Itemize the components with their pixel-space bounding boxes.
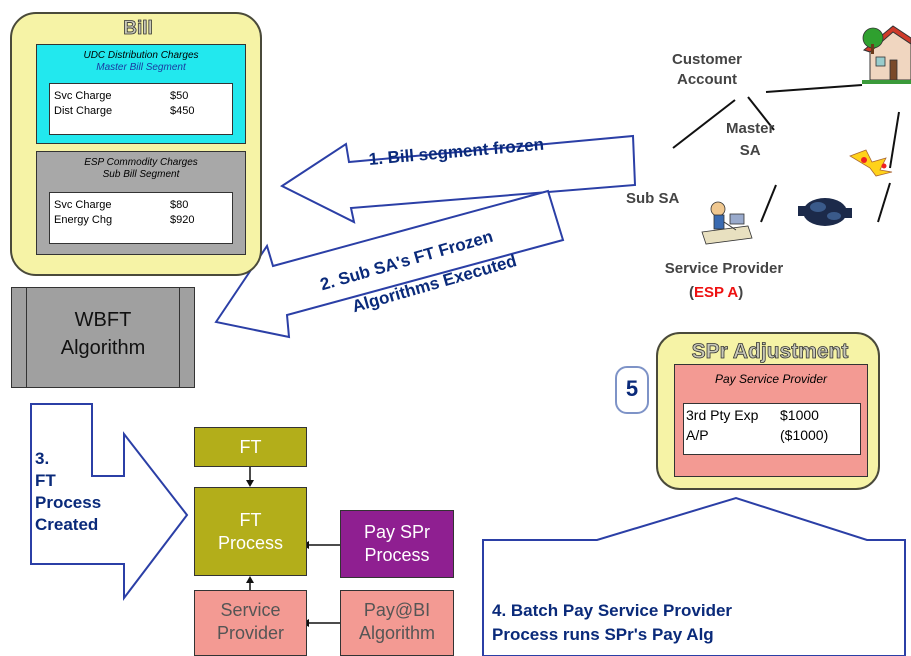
handshake-icon (798, 198, 852, 226)
person-at-desk-icon (701, 201, 753, 245)
arrow4-line1: 4. Batch Pay Service Provider (492, 601, 733, 620)
adjustment-label: 3rd Pty Exp (686, 407, 759, 423)
pay-service-provider-heading: Pay Service Provider (714, 372, 828, 386)
charge-label: Dist Charge (54, 105, 113, 117)
esp-paren: ( (689, 284, 694, 301)
line-account-master (747, 96, 775, 131)
customer-line1: Customer (672, 51, 743, 68)
wbft-line2: Algorithm (60, 337, 146, 359)
bill-panel: Bill UDC Distribution Charges Master Bil… (10, 12, 262, 276)
arrow3-line: Process (35, 493, 102, 512)
pay-spr-process-box: Pay SPr Process (340, 510, 454, 578)
service-provider-line1: Service (220, 600, 281, 620)
service-provider-label: Service Provider (664, 260, 784, 277)
arrow3-line: Created (35, 515, 99, 534)
customer-account-label: Customer Account (672, 50, 742, 90)
arrow3-text: 3. FT Process Created (35, 448, 101, 536)
line-customer-account-down (672, 99, 736, 149)
arrow3-line: FT (35, 471, 56, 490)
master-sa-label: Master SA (726, 118, 774, 162)
arrow-ft-frozen-algorithms (214, 189, 565, 339)
wbft-algorithm-box: WBFT Algorithm (11, 287, 195, 388)
sub-segment-heading: ESP Commodity Charges (84, 157, 198, 168)
sub-sa-label: Sub SA (626, 190, 680, 207)
esp-a-label: (ESP A) (689, 284, 743, 301)
lightning-bolt-icon (849, 149, 893, 177)
arrowhead-sp (246, 576, 254, 583)
arrow3-line: 3. (35, 449, 50, 468)
arrow4-text: 4. Batch Pay Service Provider Process ru… (492, 599, 732, 647)
ft-process-line1: FT (239, 510, 262, 530)
charge-amount: $450 (170, 105, 195, 117)
charge-label: Energy Chg (54, 214, 113, 226)
spr-adjustment-title: SPr Adjustment (691, 340, 849, 364)
arrow-batch-pay (482, 496, 906, 656)
adjustment-row: A/P ($1000) (684, 427, 860, 447)
arrow4-line2: Process runs SPr's Pay Alg (492, 625, 714, 644)
pay-bi-algorithm-box: Pay@BI Algorithm (340, 590, 454, 656)
spr-adjustment-lines: 3rd Pty Exp $1000 A/P ($1000) (683, 403, 861, 455)
master-line1: Master (726, 120, 775, 137)
ft-label: FT (239, 437, 262, 457)
sub-segment-charges: Svc Charge $80 Energy Chg $920 (49, 192, 233, 244)
ft-box: FT (194, 427, 307, 467)
spr-adjustment-panel: SPr Adjustment Pay Service Provider 3rd … (656, 332, 880, 490)
master-bill-segment: UDC Distribution Charges Master Bill Seg… (36, 44, 246, 144)
pay-bi-line2: Algorithm (358, 623, 436, 643)
line-house-right (889, 111, 900, 169)
wbft-line1: WBFT (74, 309, 132, 331)
line-right-low (877, 182, 891, 223)
bill-title: Bill (123, 18, 153, 40)
charge-amount: $920 (170, 214, 195, 226)
master-segment-charges: Svc Charge $50 Dist Charge $450 (49, 83, 233, 135)
service-provider-box: Service Provider (194, 590, 307, 656)
pay-spr-line1: Pay SPr (363, 522, 431, 542)
pay-service-provider-segment: Pay Service Provider 3rd Pty Exp $1000 A… (674, 364, 868, 477)
house-icon (862, 25, 911, 84)
charge-row: Energy Chg $920 (50, 214, 232, 229)
sub-segment-subheading: Sub Bill Segment (102, 169, 180, 180)
charge-amount: $80 (170, 199, 189, 211)
arrowhead-ft-process (246, 480, 254, 487)
master-segment-heading: UDC Distribution Charges (83, 50, 199, 61)
master-segment-subheading: Master Bill Segment (96, 62, 186, 73)
esp-paren: ) (738, 284, 744, 301)
charge-amount: $50 (170, 90, 189, 102)
line-master-down (760, 184, 777, 223)
step-5-badge: 5 (615, 366, 649, 414)
adjustment-amount: $1000 (780, 407, 819, 423)
pay-spr-line2: Process (364, 545, 430, 565)
arrow-bill-segment-frozen (279, 134, 637, 224)
customer-line2: Account (677, 71, 737, 88)
adjustment-amount: ($1000) (780, 427, 829, 443)
charge-row: Svc Charge $50 (50, 90, 232, 105)
arrow-ft-process-created (30, 403, 189, 601)
esp-name: ESP A (694, 284, 739, 301)
line-customer-house (765, 84, 863, 93)
adjustment-row: 3rd Pty Exp $1000 (684, 407, 860, 427)
charge-row: Svc Charge $80 (50, 199, 232, 214)
charge-label: Svc Charge (54, 90, 112, 102)
charge-row: Dist Charge $450 (50, 105, 232, 120)
ft-process-box: FT Process (194, 487, 307, 576)
pay-bi-line1: Pay@BI (363, 600, 431, 620)
master-line2: SA (739, 142, 761, 159)
charge-label: Svc Charge (54, 199, 112, 211)
adjustment-label: A/P (686, 427, 709, 443)
sub-bill-segment: ESP Commodity Charges Sub Bill Segment S… (36, 151, 246, 255)
service-provider-line2: Provider (216, 623, 285, 643)
ft-process-line2: Process (217, 533, 284, 553)
